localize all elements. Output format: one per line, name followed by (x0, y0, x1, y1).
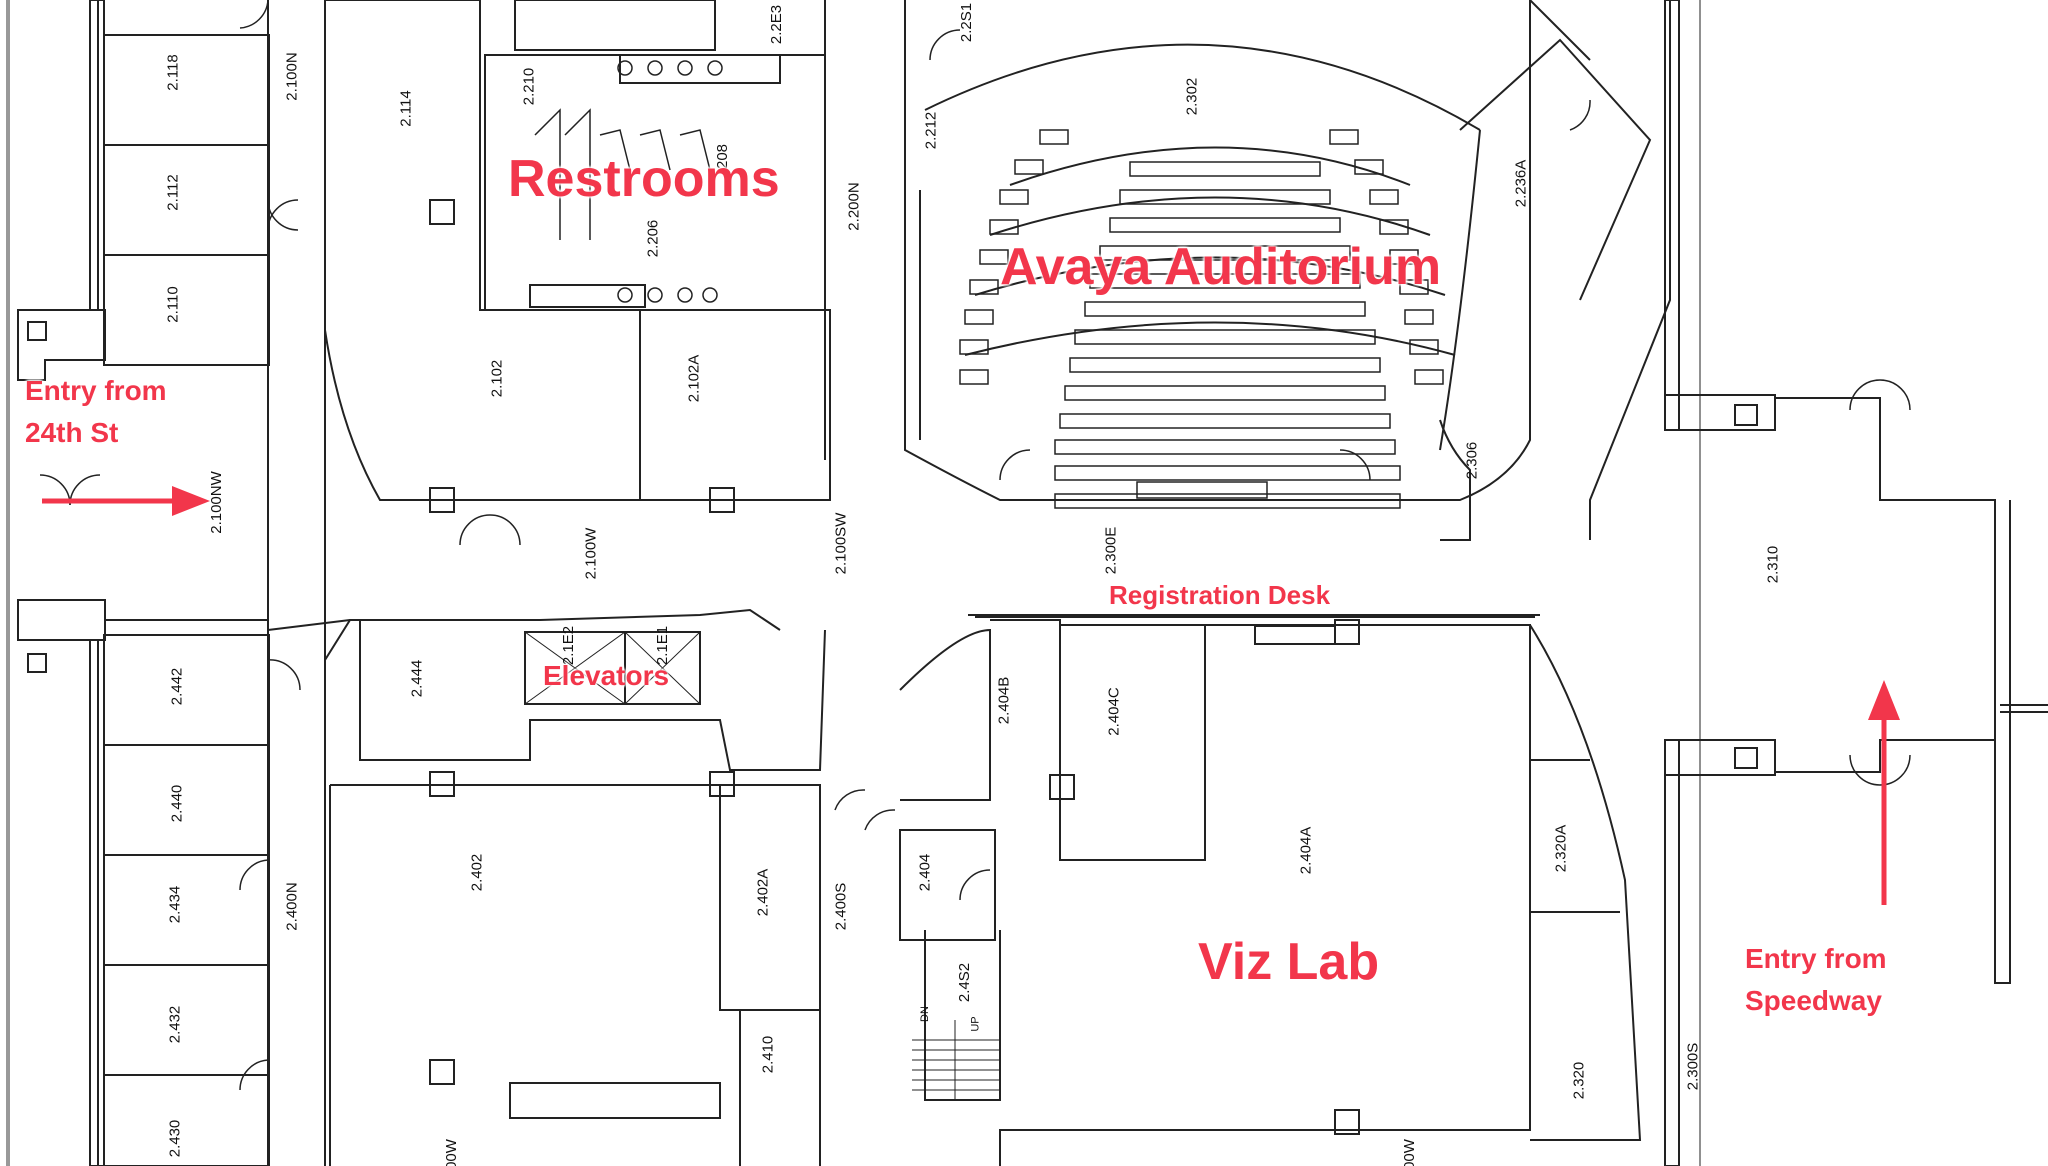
room-label-2200N: 2.200N (845, 182, 863, 231)
room-label-2E3: 2.2E3 (768, 4, 786, 45)
stairs-down-label: DN (918, 1006, 931, 1022)
room-label-2118: 2.118 (164, 54, 182, 91)
callout-registration-desk: Registration Desk (1109, 580, 1331, 610)
room-label-00W-right: 00W (1400, 1139, 1418, 1166)
room-label-2110: 2.110 (164, 286, 182, 323)
room-label-2404C: 2.404C (1105, 687, 1123, 736)
callout-avaya-auditorium: Avaya Auditorium (1000, 238, 1442, 296)
callout-restrooms: Restrooms (508, 150, 780, 208)
room-label-2404A: 2.404A (1297, 826, 1315, 875)
room-label-2210: 2.210 (520, 67, 538, 106)
room-label-2212: 2.212 (922, 111, 940, 150)
room-label-2114: 2.114 (397, 90, 415, 127)
room-label-2310: 2.310 (1764, 545, 1782, 584)
callout-entry-east-line2: Speedway (1745, 985, 1882, 1016)
room-label-2444: 2.444 (408, 659, 426, 698)
room-label-2404: 2.404 (916, 853, 934, 892)
room-label-2102: 2.102 (488, 359, 506, 398)
room-label-2100N: 2.100N (283, 52, 301, 101)
stairs-up-label: UP (969, 1016, 982, 1032)
room-label-2410: 2.410 (759, 1035, 777, 1074)
callout-entry-west-line2: 24th St (25, 417, 119, 448)
room-label-2404B: 2.404B (995, 676, 1013, 725)
entry-arrow-east (1868, 680, 1900, 905)
room-label-2452: 2.4S2 (956, 962, 974, 1003)
callout-viz-lab: Viz Lab (1198, 933, 1380, 991)
room-label-2430: 2.430 (166, 1119, 184, 1158)
room-label-2112: 2.112 (164, 174, 182, 211)
room-label-2302: 2.302 (1183, 77, 1201, 116)
room-label-2102A: 2.102A (685, 354, 703, 403)
room-label-2434: 2.434 (166, 885, 184, 924)
room-label-2100SW: 2.100SW (832, 512, 850, 575)
room-label-2300E: 2.300E (1102, 526, 1120, 575)
room-label-2400N: 2.400N (283, 882, 301, 931)
room-label-2320A: 2.320A (1552, 824, 1570, 873)
room-label-2432: 2.432 (166, 1005, 184, 1044)
room-label-2100W: 2.100W (582, 527, 600, 580)
room-label-2236A: 2.236A (1512, 159, 1530, 208)
room-label-2306: 2.306 (1463, 441, 1481, 480)
room-label-00W-left: 00W (442, 1139, 460, 1166)
room-label-2300S: 2.300S (1684, 1042, 1702, 1091)
room-label-2442: 2.442 (168, 667, 186, 706)
callout-entry-east-line1: Entry from (1745, 943, 1887, 974)
room-label-2206: 2.206 (644, 219, 662, 258)
room-label-2400S: 2.400S (832, 882, 850, 931)
entry-arrow-west (42, 486, 210, 516)
room-label-2100NW: 2.100NW (207, 471, 225, 534)
callout-elevators: Elevators (543, 660, 670, 691)
room-label-2320: 2.320 (1570, 1061, 1588, 1100)
room-label-2402A: 2.402A (754, 868, 772, 917)
callout-entry-west-line1: Entry from (25, 375, 167, 406)
room-label-2440: 2.440 (168, 784, 186, 823)
room-label-2402: 2.402 (468, 853, 486, 892)
room-label-2S1: 2.2S1 (958, 2, 976, 43)
